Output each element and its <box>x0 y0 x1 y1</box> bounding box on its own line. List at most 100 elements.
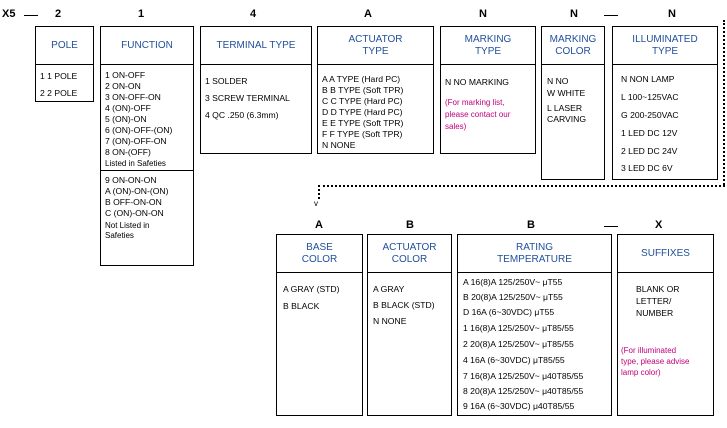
illuminated-box: ILLUMINATED TYPE N NON LAMP L 100~125VAC… <box>612 26 718 180</box>
function-not-listed-note: Safeties <box>105 231 134 240</box>
base-color-option: A GRAY (STD) <box>283 284 340 294</box>
actuator-color-title: ACTUATOR COLOR <box>368 235 451 273</box>
actuator-type-option: B B TYPE (Soft TPR) <box>322 85 404 95</box>
function-option: 5 (ON)-ON <box>105 114 147 124</box>
actuator-color-title-line2: COLOR <box>391 253 428 265</box>
marking-type-option: N NO MARKING <box>445 77 509 87</box>
actuator-type-code: A <box>364 8 372 20</box>
illuminated-title: ILLUMINATED TYPE <box>613 27 717 65</box>
marking-type-title-line2: TYPE <box>474 45 502 57</box>
rating-title: RATING TEMPERATURE <box>458 235 611 273</box>
marking-type-note: (For marking list, <box>445 98 505 107</box>
marking-color-option: L LASER <box>547 103 583 113</box>
base-color-title: BASE COLOR <box>277 235 362 273</box>
illuminated-option: L 100~125VAC <box>621 92 679 102</box>
function-title: FUNCTION <box>101 27 193 65</box>
actuator-type-box: ACTUATOR TYPE A A TYPE (Hard PC) B B TYP… <box>317 26 434 154</box>
terminal-option: 3 SCREW TERMINAL <box>205 93 290 103</box>
suffixes-option: BLANK OR <box>636 284 680 294</box>
continuation-connector-drop <box>318 185 320 199</box>
rating-option: 7 16(8)A 125/250V~ μ40T85/55 <box>463 371 584 381</box>
rating-option: 4 16A (6~30VDC) μT85/55 <box>463 355 565 365</box>
code-dash <box>604 15 618 16</box>
function-divider <box>101 170 193 171</box>
actuator-color-code: B <box>406 219 414 231</box>
suffixes-title: SUFFIXES <box>618 235 713 273</box>
function-listed-note: Listed in Safeties <box>105 159 166 168</box>
continuation-connector-vertical <box>723 20 725 185</box>
marking-type-note: please contact our <box>445 110 511 119</box>
function-option: 1 ON-OFF <box>105 70 146 80</box>
prefix-code: X5 <box>2 8 16 20</box>
function-option: 9 ON-ON-ON <box>105 175 157 185</box>
illuminated-title-line1: ILLUMINATED <box>632 33 698 45</box>
suffixes-note: lamp color) <box>621 368 661 377</box>
suffixes-note: type, please advise <box>621 357 690 366</box>
pole-option-1: 1 1 POLE <box>40 71 78 81</box>
function-code: 1 <box>138 8 145 20</box>
bottom-code-dash <box>604 226 618 227</box>
rating-option: D 16A (6~30VDC) μT55 <box>463 307 555 317</box>
actuator-type-option: A A TYPE (Hard PC) <box>322 74 401 84</box>
rating-option: A 16(8)A 125/250V~ μT55 <box>463 277 563 287</box>
function-option: A (ON)-ON-(ON) <box>105 186 169 196</box>
illuminated-option: N NON LAMP <box>621 74 675 84</box>
actuator-type-option: N NONE <box>322 140 356 150</box>
marking-type-title: MARKING TYPE <box>441 27 535 65</box>
rating-option: 8 20(8)A 125/250V~ μ40T85/55 <box>463 386 584 396</box>
rating-title-line2: TEMPERATURE <box>497 253 572 265</box>
terminal-box: TERMINAL TYPE 1 SOLDER 3 SCREW TERMINAL … <box>200 26 312 154</box>
rating-option: 2 20(8)A 125/250V~ μT85/55 <box>463 339 574 349</box>
marking-color-option: N NO <box>547 76 569 86</box>
continuation-connector-horizontal <box>318 185 725 187</box>
function-option: 7 (ON)-OFF-ON <box>105 136 167 146</box>
pole-code: 2 <box>55 8 62 20</box>
actuator-type-option: D D TYPE (Hard PC) <box>322 107 403 117</box>
actuator-type-title-line1: ACTUATOR <box>348 33 403 45</box>
suffixes-note: (For illuminated <box>621 346 677 355</box>
marking-color-box: MARKING COLOR N NO W WHITE L LASER CARVI… <box>541 26 605 180</box>
terminal-code: 4 <box>250 8 257 20</box>
actuator-type-title-line2: TYPE <box>362 45 389 57</box>
illuminated-code: N <box>668 8 676 20</box>
marking-color-option: CARVING <box>547 114 586 124</box>
rating-option: 1 16(8)A 125/250V~ μT85/55 <box>463 323 574 333</box>
rating-code: B <box>527 219 535 231</box>
function-option: 2 ON-ON <box>105 81 141 91</box>
illuminated-option: G 200-250VAC <box>621 110 679 120</box>
marking-type-code: N <box>479 8 487 20</box>
function-option: 3 ON-OFF-ON <box>105 92 161 102</box>
marking-color-code: N <box>570 8 578 20</box>
marking-color-title: MARKING COLOR <box>542 27 604 65</box>
actuator-type-option: E E TYPE (Soft TPR) <box>322 118 404 128</box>
suffixes-box: SUFFIXES BLANK OR LETTER/ NUMBER (For il… <box>617 234 714 416</box>
pole-title: POLE <box>36 27 93 65</box>
illuminated-option: 3 LED DC 6V <box>621 163 673 173</box>
actuator-color-title-line1: ACTUATOR <box>382 241 437 253</box>
rating-option: B 20(8)A 125/250V~ μT55 <box>463 292 563 302</box>
marking-type-box: MARKING TYPE N NO MARKING (For marking l… <box>440 26 536 154</box>
actuator-type-option: C C TYPE (Hard PC) <box>322 96 403 106</box>
base-color-code: A <box>315 219 323 231</box>
rating-box: RATING TEMPERATURE A 16(8)A 125/250V~ μT… <box>457 234 612 416</box>
actuator-type-title: ACTUATOR TYPE <box>318 27 433 65</box>
base-color-option: B BLACK <box>283 301 320 311</box>
prefix-dash <box>24 15 38 16</box>
base-color-box: BASE COLOR A GRAY (STD) B BLACK <box>276 234 363 416</box>
marking-color-option: W WHITE <box>547 88 586 98</box>
continuation-arrow-icon: v <box>314 199 318 208</box>
function-option: 8 ON-(OFF) <box>105 147 151 157</box>
illuminated-option: 1 LED DC 12V <box>621 128 678 138</box>
rating-option: 9 16A (6~30VDC) μ40T85/55 <box>463 401 575 411</box>
marking-color-title-line1: MARKING <box>549 33 597 45</box>
terminal-option: 1 SOLDER <box>205 76 248 86</box>
suffixes-code: X <box>655 219 663 231</box>
actuator-color-box: ACTUATOR COLOR A GRAY B BLACK (STD) N NO… <box>367 234 452 416</box>
actuator-color-option: N NONE <box>373 316 407 326</box>
actuator-type-option: F F TYPE (Soft TPR) <box>322 129 403 139</box>
pole-box: POLE 1 1 POLE 2 2 POLE <box>35 26 94 102</box>
pole-option-2: 2 2 POLE <box>40 88 78 98</box>
function-option: C (ON)-ON-ON <box>105 208 164 218</box>
illuminated-title-line2: TYPE <box>651 45 679 57</box>
marking-type-title-line1: MARKING <box>464 33 512 45</box>
